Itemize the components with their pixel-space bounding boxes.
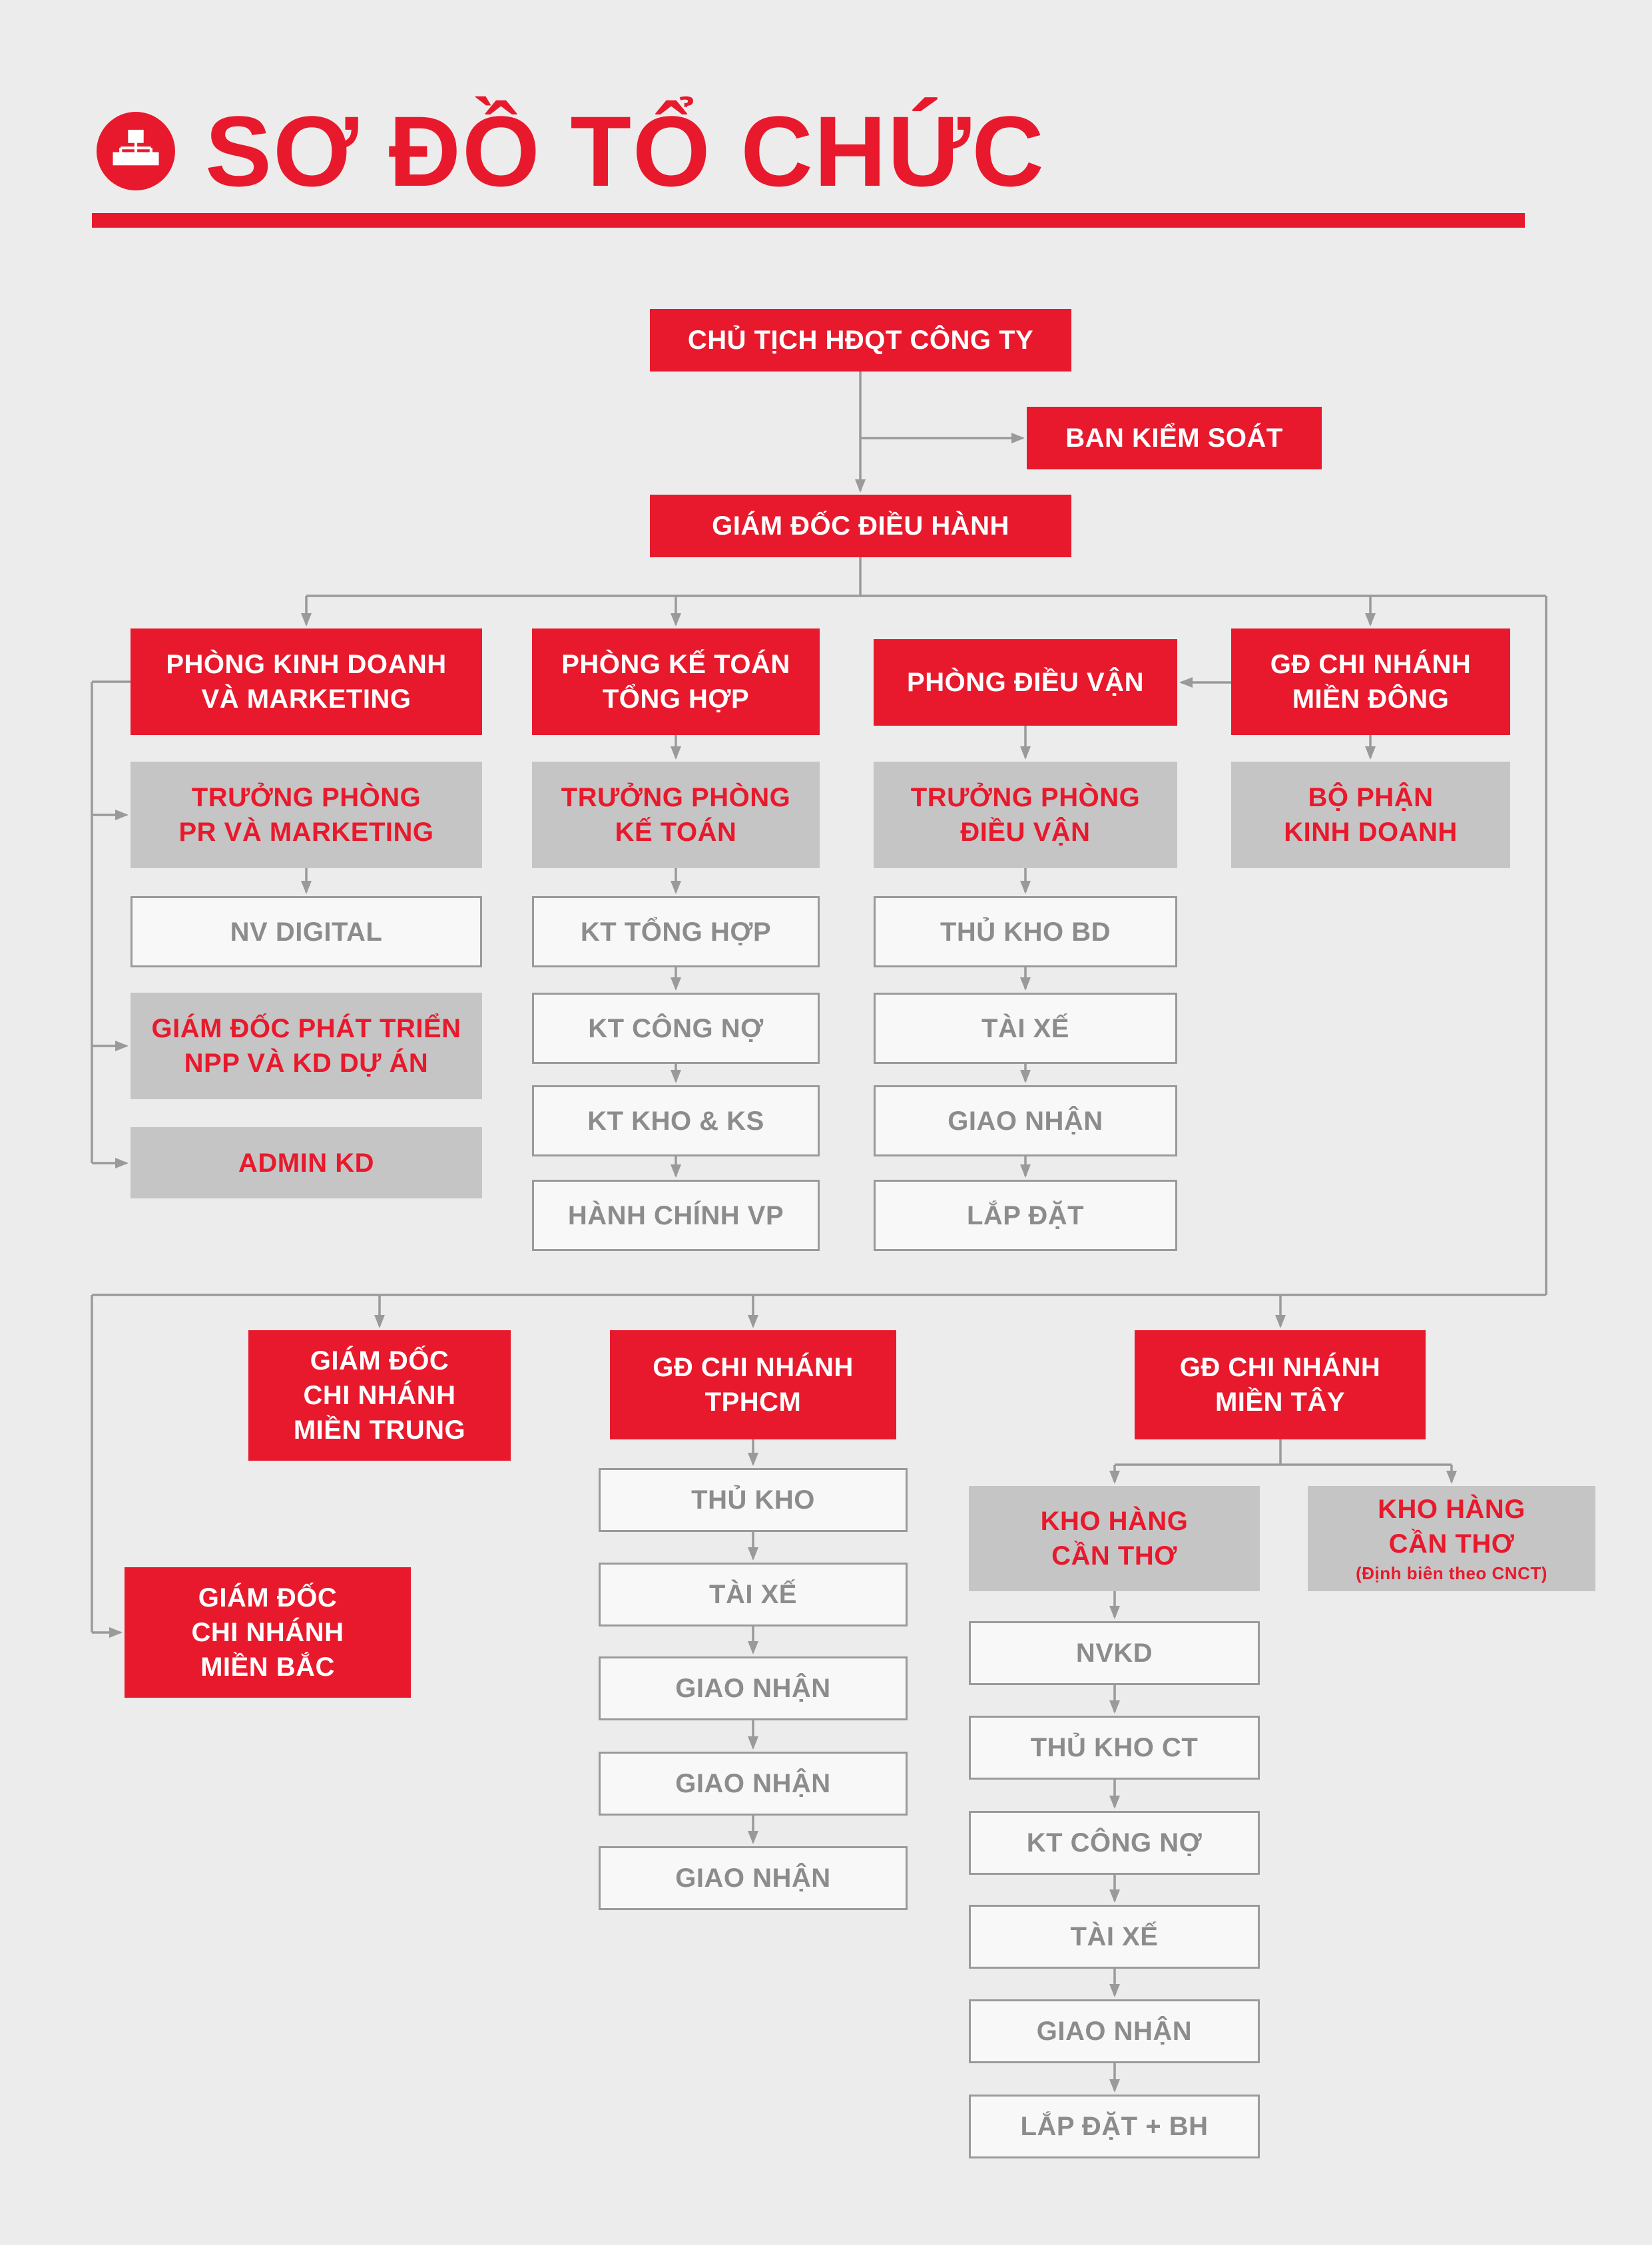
node-gd-mien-dong: GĐ CHI NHÁNH MIỀN ĐÔNG [1231,628,1510,735]
node-label: GĐ CHI NHÁNH [1270,650,1472,679]
node-label: BỘ PHẬN [1308,783,1434,812]
node-label: CHỦ TỊCH HĐQT CÔNG TY [687,326,1034,355]
node-chu-tich: CHỦ TỊCH HĐQT CÔNG TY [650,309,1071,372]
node-label: NV DIGITAL [230,917,383,947]
node-giao-nhan-hcm-3: GIAO NHẬN [599,1846,908,1910]
node-lap-dat-dv: LẮP ĐẶT [874,1180,1177,1251]
node-label: GIAO NHẬN [1036,2017,1193,2046]
node-label: HÀNH CHÍNH VP [567,1200,784,1230]
node-label: NVKD [1075,1638,1153,1668]
node-label: GIAO NHẬN [675,1674,831,1703]
node-label: LẮP ĐẶT [966,1200,1085,1230]
node-label: PR VÀ MARKETING [178,818,434,847]
node-tai-xe-hcm: TÀI XẾ [599,1563,908,1626]
node-label: CHI NHÁNH [303,1381,456,1410]
node-gd-phat-trien: GIÁM ĐỐC PHÁT TRIỂN NPP VÀ KD DỰ ÁN [131,993,482,1099]
node-kt-cong-no: KT CÔNG NỢ [532,993,820,1064]
node-label: MIỀN TRUNG [293,1415,466,1445]
node-label: NPP VÀ KD DỰ ÁN [184,1049,429,1078]
page-header: SƠ ĐỒ TỔ CHỨC [97,101,1045,201]
node-kt-kho-ks: KT KHO & KS [532,1085,820,1156]
node-phong-dieu-van: PHÒNG ĐIỀU VẬN [874,639,1177,726]
node-truong-phong-pr: TRƯỞNG PHÒNG PR VÀ MARKETING [131,762,482,868]
node-giam-doc-dieu-hanh: GIÁM ĐỐC ĐIỀU HÀNH [650,495,1071,557]
node-label: GIÁM ĐỐC PHÁT TRIỂN [151,1014,461,1043]
node-label: TÀI XẾ [981,1013,1069,1043]
node-label: PHÒNG KINH DOANH [166,650,447,679]
node-label: TRƯỞNG PHÒNG [561,783,791,812]
node-label: ADMIN KD [238,1148,374,1178]
node-label: TPHCM [704,1387,802,1417]
node-tai-xe-ct: TÀI XẾ [969,1905,1260,1969]
node-label: GIAO NHẬN [675,1769,831,1798]
node-label: KT KHO & KS [587,1106,764,1136]
node-thu-kho-ct: THỦ KHO CT [969,1716,1260,1780]
node-kho-hang-can-tho-2: KHO HÀNG CẦN THƠ (Định biên theo CNCT) [1308,1486,1595,1591]
node-ban-kiem-soat: BAN KIỂM SOÁT [1027,407,1322,469]
node-label: TRƯỞNG PHÒNG [910,783,1141,812]
node-label: GĐ CHI NHÁNH [653,1353,854,1382]
node-label: KHO HÀNG [1378,1495,1525,1525]
node-label: GIAO NHẬN [948,1106,1103,1136]
node-label: GĐ CHI NHÁNH [1179,1353,1381,1382]
node-thu-kho-bd: THỦ KHO BD [874,896,1177,967]
node-label: LẮP ĐẶT + BH [1020,2112,1209,2141]
node-label: GIÁM ĐỐC [310,1346,449,1375]
node-giao-nhan-ct: GIAO NHẬN [969,1999,1260,2063]
node-label: CẦN THƠ [1051,1541,1177,1571]
node-label: TÀI XẾ [1070,1922,1159,1951]
node-label: KT CÔNG NỢ [1026,1828,1203,1858]
node-gd-mien-bac: GIÁM ĐỐC CHI NHÁNH MIỀN BẮC [125,1567,411,1698]
org-chart-icon [97,112,175,190]
node-phong-kinh-doanh: PHÒNG KINH DOANH VÀ MARKETING [131,628,482,735]
node-label: MIỀN TÂY [1215,1387,1346,1417]
node-label: THỦ KHO [691,1485,815,1515]
title-underline [92,213,1525,228]
node-label: PHÒNG KẾ TOÁN [561,650,790,679]
node-kho-hang-can-tho-1: KHO HÀNG CẦN THƠ [969,1486,1260,1591]
node-label: MIỀN ĐÔNG [1292,684,1450,714]
node-lap-dat-bh: LẮP ĐẶT + BH [969,2095,1260,2158]
node-label: TỔNG HỢP [602,684,750,714]
node-label: KHO HÀNG [1040,1507,1189,1536]
node-label: PHÒNG ĐIỀU VẬN [907,668,1144,697]
node-label: GIAO NHẬN [675,1864,831,1893]
node-sublabel: (Định biên theo CNCT) [1356,1563,1547,1584]
node-label: MIỀN BẮC [200,1652,335,1682]
node-label: BAN KIỂM SOÁT [1065,423,1283,453]
node-nvkd: NVKD [969,1621,1260,1685]
page-title: SƠ ĐỒ TỔ CHỨC [205,95,1045,207]
node-label: KẾ TOÁN [615,818,737,847]
node-label: KT TỔNG HỢP [580,917,772,947]
node-gd-tphcm: GĐ CHI NHÁNH TPHCM [610,1330,896,1439]
node-truong-phong-dieu-van: TRƯỞNG PHÒNG ĐIỀU VẬN [874,762,1177,868]
node-giao-nhan-hcm-2: GIAO NHẬN [599,1752,908,1816]
node-gd-mien-tay: GĐ CHI NHÁNH MIỀN TÂY [1135,1330,1426,1439]
node-phong-ke-toan: PHÒNG KẾ TOÁN TỔNG HỢP [532,628,820,735]
node-kt-tong-hop: KT TỔNG HỢP [532,896,820,967]
node-admin-kd: ADMIN KD [131,1127,482,1198]
node-label: VÀ MARKETING [201,684,412,714]
node-giao-nhan-hcm-1: GIAO NHẬN [599,1656,908,1720]
node-nv-digital: NV DIGITAL [131,896,482,967]
node-thu-kho-hcm: THỦ KHO [599,1468,908,1532]
node-label: THỦ KHO CT [1030,1733,1199,1762]
node-label: KT CÔNG NỢ [588,1013,764,1043]
node-tai-xe-dv: TÀI XẾ [874,993,1177,1064]
node-truong-phong-ke-toan: TRƯỞNG PHÒNG KẾ TOÁN [532,762,820,868]
node-label: TRƯỞNG PHÒNG [191,783,421,812]
node-label: CẦN THƠ [1388,1529,1515,1559]
node-gd-mien-trung: GIÁM ĐỐC CHI NHÁNH MIỀN TRUNG [248,1330,511,1461]
node-kt-cong-no-ct: KT CÔNG NỢ [969,1811,1260,1875]
node-label: TÀI XẾ [709,1580,797,1609]
node-label: GIÁM ĐỐC ĐIỀU HÀNH [712,511,1009,541]
node-label: KINH DOANH [1284,818,1458,847]
node-hanh-chinh-vp: HÀNH CHÍNH VP [532,1180,820,1251]
node-giao-nhan-dv: GIAO NHẬN [874,1085,1177,1156]
node-label: GIÁM ĐỐC [198,1583,338,1613]
node-bo-phan-kinh-doanh: BỘ PHẬN KINH DOANH [1231,762,1510,868]
node-label: CHI NHÁNH [191,1618,344,1647]
node-label: THỦ KHO BD [940,917,1111,947]
node-label: ĐIỀU VẬN [960,818,1091,847]
